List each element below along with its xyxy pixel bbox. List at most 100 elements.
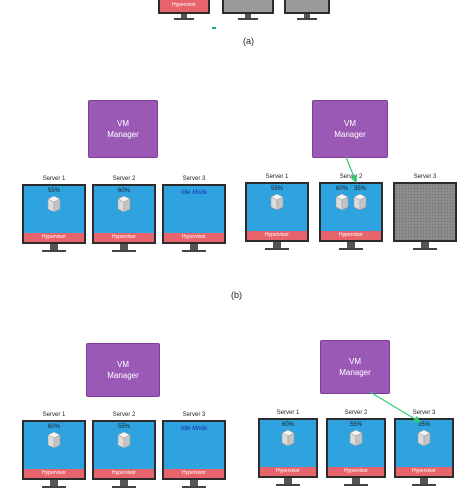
server-screen: 60% 35% Hypervisor (319, 182, 383, 242)
vm-load-label: 60% (335, 186, 348, 192)
server-screen: 60% Hypervisor (92, 184, 156, 244)
virtual-machine-icon (281, 429, 295, 452)
server: Server 3 35% Hypervisor (394, 410, 454, 494)
panel-a-partial: Hypervisor (150, 0, 330, 24)
vm-manager-line2: Manager (339, 368, 371, 377)
monitor-stand (347, 242, 355, 248)
monitor-base (112, 486, 136, 488)
server-name: Server 3 (182, 412, 206, 418)
monitor-base (276, 484, 300, 486)
server-screen: 60% Hypervisor (258, 418, 318, 478)
vm-manager-b-left: VM Manager (88, 100, 158, 158)
monitor-base (413, 248, 437, 250)
panel-a-marker (212, 27, 216, 29)
monitor-a2 (222, 0, 274, 14)
server-name: Server 1 (265, 174, 289, 180)
monitor-base (412, 484, 436, 486)
vm-manager-c-left: VM Manager (86, 343, 160, 397)
monitor-base (182, 486, 206, 488)
stand-a1 (181, 14, 187, 18)
stand-a3 (304, 14, 310, 18)
virtual-machine-icon (417, 429, 431, 452)
vm-manager-line1: VM (117, 360, 129, 369)
arrow-c (369, 391, 422, 423)
server-screen (393, 182, 457, 242)
hypervisor-bar: Hypervisor (260, 467, 316, 476)
virtual-machine-icon (117, 431, 131, 454)
vm-load-label: 55% (270, 186, 283, 192)
virtual-machine-icon (353, 193, 367, 216)
migration-arrows (345, 156, 422, 423)
monitor-base (339, 248, 363, 250)
monitor-stand (50, 244, 58, 250)
monitor-stand (421, 242, 429, 248)
server-screen: 55%Hypervisor (245, 182, 309, 242)
vm-load-label: 55% (117, 424, 130, 430)
monitor-base (42, 250, 66, 252)
server: Server 3 (393, 174, 457, 258)
server-name: Server 2 (112, 412, 136, 418)
vm-manager-line2: Manager (107, 371, 139, 380)
hypervisor-bar: Hypervisor (164, 233, 224, 242)
server-name: Server 2 (112, 176, 136, 182)
hypervisor-bar: Hypervisor (321, 231, 381, 240)
caption-b: (b) (231, 290, 242, 300)
vm-manager-line2: Manager (107, 130, 139, 139)
monitor-base (182, 250, 206, 252)
virtual-machine-icon (270, 193, 284, 216)
monitor-stand (120, 244, 128, 250)
arrow-b (345, 156, 358, 184)
server: Server 1 55% Hypervisor (22, 176, 86, 260)
base-a3 (297, 18, 317, 20)
server-name: Server 1 (42, 176, 66, 182)
server-name: Server 2 (344, 410, 368, 416)
server-name: Server 3 (182, 176, 206, 182)
monitor-base (344, 484, 368, 486)
server-name: Server 1 (42, 412, 66, 418)
server-name: Server 3 (413, 174, 437, 180)
base-a1 (174, 18, 194, 20)
vm-load-label: 35% (417, 422, 430, 428)
monitor-stand (273, 242, 281, 248)
server-name: Server 1 (276, 410, 300, 416)
vm-manager-line1: VM (344, 119, 356, 128)
base-a2 (238, 18, 258, 20)
vm-load-label: 60% (47, 424, 60, 430)
hypervisor-label: Hypervisor (172, 2, 196, 8)
hypervisor-bar: Hypervisor (94, 233, 154, 242)
idle-mode-label: Idle Mode (180, 190, 208, 196)
server-name: Server 3 (412, 410, 436, 416)
monitor-base (112, 250, 136, 252)
monitor-stand (190, 244, 198, 250)
vm-manager-line1: VM (117, 119, 129, 128)
server-screen: 35% Hypervisor (394, 418, 454, 478)
server: Server 1 55%Hypervisor (245, 174, 309, 258)
vm-manager-line1: VM (349, 357, 361, 366)
hypervisor-bar: Hypervisor (24, 233, 84, 242)
monitor-a3 (284, 0, 330, 14)
vm-load-label: 55% (47, 188, 60, 194)
server-screen: 55% Hypervisor (22, 184, 86, 244)
idle-mode-label: Idle Mode (180, 426, 208, 432)
caption-a: (a) (243, 36, 254, 46)
monitor-base (265, 248, 289, 250)
hypervisor-bar: Hypervisor (328, 467, 384, 476)
virtual-machine-icon (349, 429, 363, 452)
vm-load-label: 60% (281, 422, 294, 428)
virtual-machine-icon (335, 193, 349, 216)
vm-load-label: 60% (117, 188, 130, 194)
monitor-a1: Hypervisor (158, 0, 210, 14)
vm-load-label: 55% (349, 422, 362, 428)
vm-manager-line2: Manager (334, 130, 366, 139)
vm-load-label: 35% (353, 186, 366, 192)
monitor-base (42, 486, 66, 488)
hypervisor-bar: Hypervisor (396, 467, 452, 476)
stand-a2 (245, 14, 251, 18)
vm-manager-c-right: VM Manager (320, 340, 390, 394)
